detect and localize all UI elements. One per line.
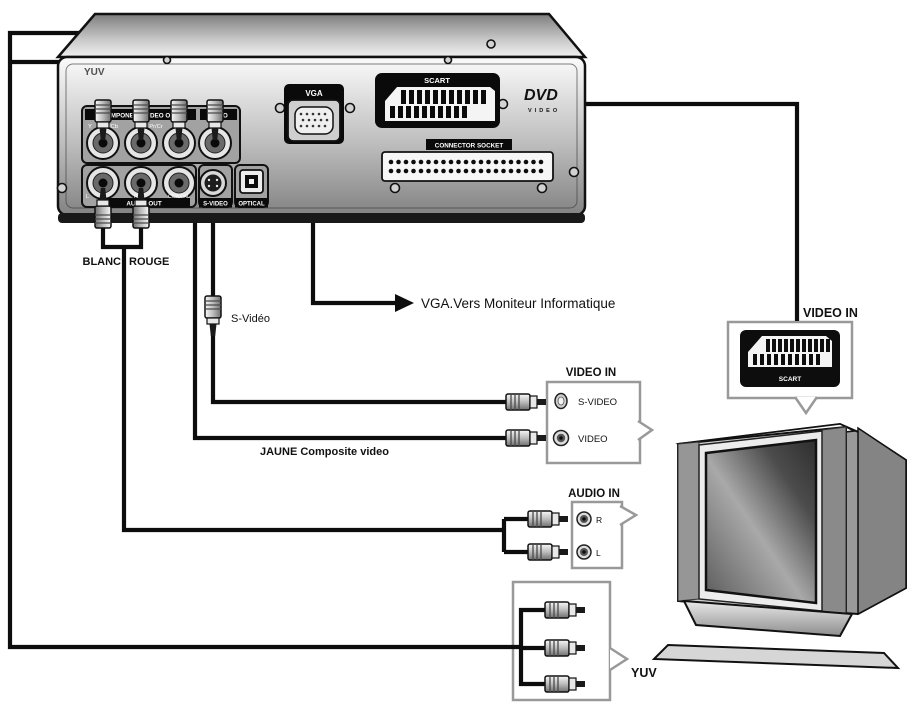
vga-note-label: VGA.Vers Moniteur Informatique [421, 296, 615, 311]
plug-s-video-in [505, 393, 547, 411]
audio-in-callout: AUDIO IN R L [568, 488, 639, 570]
screws [56, 39, 580, 194]
audio-in-title: AUDIO IN [568, 488, 620, 500]
tv-right-pillar [821, 426, 847, 615]
jack-label-l: L [86, 194, 89, 200]
s-video-inline-connector [204, 295, 222, 337]
scart-strip-label: SCART [424, 76, 450, 85]
s-video-panel: S-VIDEO [198, 164, 233, 208]
audio-l-jack-icon [576, 544, 592, 560]
scart-socket-label: SCART [779, 376, 801, 383]
connector-socket: CONNECTOR SOCKET [381, 139, 554, 182]
vga-arrowhead-icon [395, 294, 414, 312]
tv-side-panel [857, 426, 907, 616]
plug-audio-l-in [527, 543, 569, 561]
screw-icon [536, 182, 548, 194]
scart-video-in-title: VIDEO IN [803, 306, 858, 320]
plug-audio-r-in [527, 510, 569, 528]
yuv-callout-label: YUV [631, 666, 657, 680]
optical-strip [235, 198, 268, 208]
tv-set [651, 422, 907, 670]
cable-yuv-fanout [518, 607, 547, 687]
video-in-callout: VIDEO IN S-VIDEO VIDEO [545, 367, 655, 465]
screw-icon [56, 182, 68, 194]
screw-icon [389, 182, 401, 194]
jack-label-pb: Pb/Cb [102, 124, 118, 130]
scart-callout-pointer [793, 396, 819, 416]
tv-base [651, 643, 901, 670]
player-face-inner-line [65, 63, 578, 209]
player-yuv-label: YUV [84, 67, 105, 78]
s-video-strip-label: S-VIDEO [203, 202, 228, 208]
tv-screen [704, 438, 818, 605]
player-bottom-strip [58, 213, 585, 223]
screw-icon [274, 102, 286, 114]
video-in-title: VIDEO IN [566, 367, 616, 379]
scart-connector: SCART [375, 73, 500, 128]
tv-left-pillar [677, 441, 700, 602]
video-jack-icon [552, 429, 570, 447]
vga-strip-label: VGA [305, 89, 323, 98]
video-jack-label: VIDEO [578, 434, 608, 445]
dvd-player: YUV COMPONENT VIDEO OUT VIDEO Y Pb/Cb Pr… [55, 12, 588, 223]
audio-r-jack-icon [576, 511, 592, 527]
vga-connector: VGA [284, 84, 344, 144]
dvd-logo-text: DVD [524, 87, 558, 104]
s-video-cable-label: S-Vidéo [231, 313, 270, 325]
jack-label-r: R [134, 194, 138, 200]
s-video-jack-icon [554, 392, 568, 410]
player-top-face [55, 12, 588, 59]
connector-socket-strip [426, 139, 512, 150]
jack-label-pr: Pr/Cr [149, 124, 163, 130]
screw-icon [443, 55, 453, 65]
s-video-jack-label: S-VIDEO [578, 397, 617, 408]
rouge-label: ROUGE [129, 256, 169, 268]
cable-s-video [210, 197, 508, 405]
blanc-label: BLANC [83, 256, 122, 268]
s-video-strip [199, 198, 232, 208]
dvd-video-logo: DVD VIDEO [524, 87, 560, 114]
scart-video-in-callout: VIDEO IN SCART [726, 306, 858, 416]
cable-scart [505, 101, 800, 321]
yuv-pointer [609, 646, 630, 672]
screw-icon [568, 166, 580, 178]
jaune-composite-label: JAUNE Composite video [260, 446, 389, 458]
tv-bottom-panel [682, 599, 854, 638]
audio-in-pointer [619, 504, 639, 527]
cable-audio [100, 226, 530, 555]
audio-r-label: R [596, 515, 602, 525]
jack-label-coaxial: COAXIAL [168, 194, 190, 200]
optical-panel: OPTICAL [234, 164, 269, 208]
jack-label-y: Y [88, 124, 92, 130]
dvd-logo-sub-text: VIDEO [528, 108, 560, 114]
screw-icon [162, 55, 172, 65]
connector-socket-pins [388, 159, 544, 174]
connector-socket-label: CONNECTOR SOCKET [435, 143, 504, 150]
screw-icon [344, 102, 356, 114]
audio-l-label: L [596, 548, 601, 558]
screw-icon [486, 39, 496, 49]
video-in-pointer [637, 419, 655, 442]
optical-strip-label: OPTICAL [238, 202, 265, 208]
connector-socket-port-icon [381, 151, 554, 182]
scart-socket-icon: SCART [740, 330, 840, 387]
plug-video-in [505, 429, 547, 447]
